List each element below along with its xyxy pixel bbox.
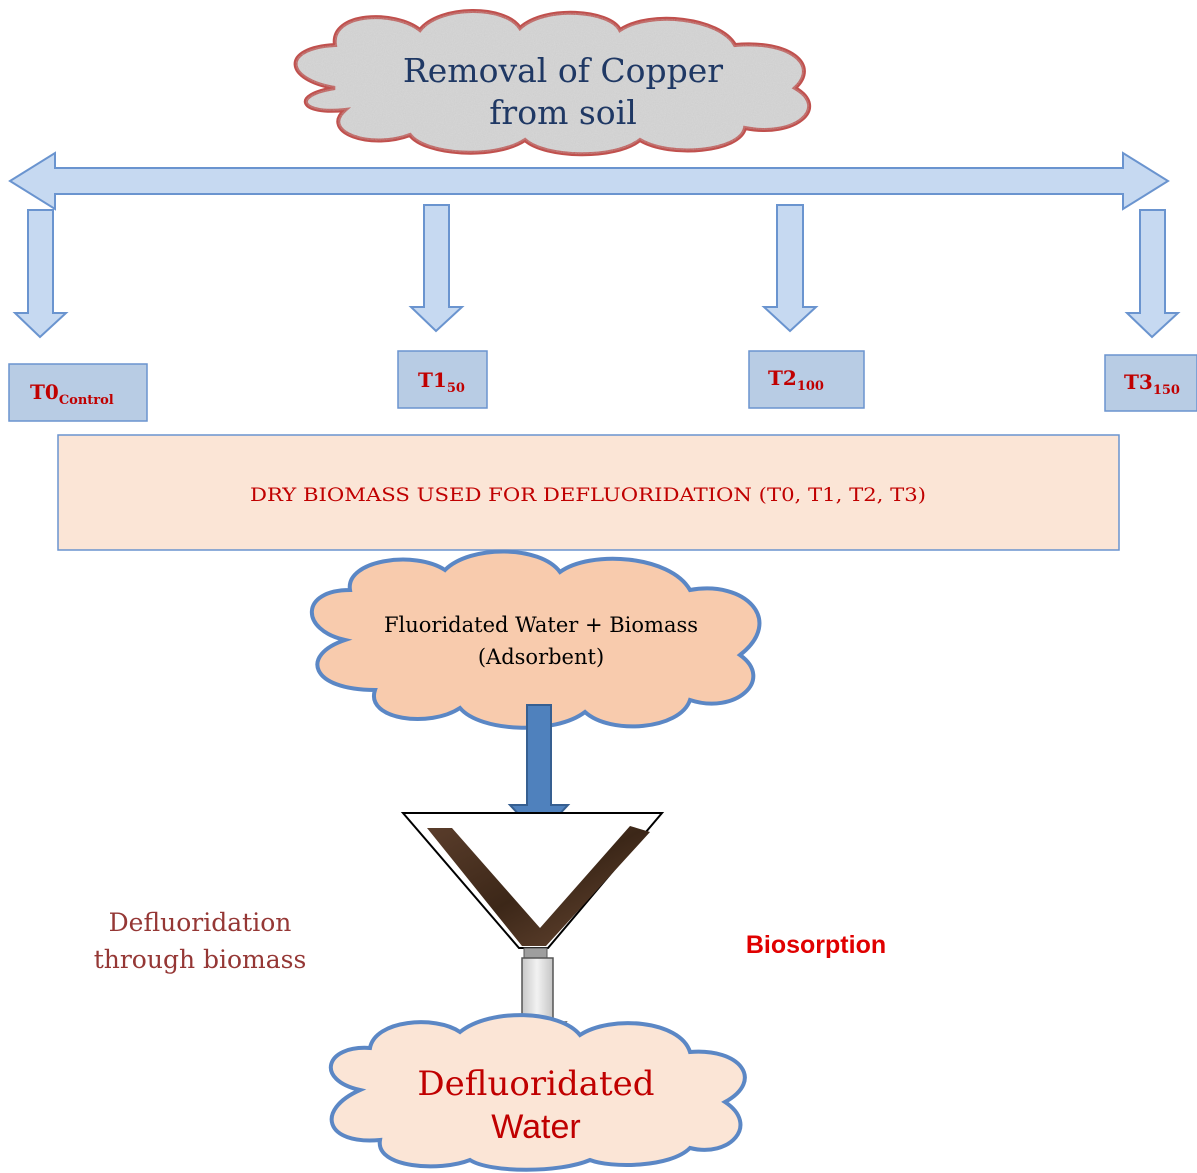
- treatment-t2-label: T2: [768, 366, 797, 390]
- mixture-line-1: Fluoridated Water + Biomass: [384, 613, 698, 637]
- defluoridation-label-line-2: through biomass: [94, 945, 307, 974]
- filter-funnel: [400, 812, 665, 959]
- svg-text:T2100: T2100: [768, 366, 824, 394]
- title-cloud: Removal of Copper from soil: [293, 9, 811, 157]
- treatment-t1-subscript: 50: [447, 381, 465, 396]
- title-line-1: Removal of Copper: [403, 51, 723, 90]
- mixture-line-2: (Adsorbent): [478, 645, 604, 669]
- svg-text:T0Control: T0Control: [30, 380, 114, 408]
- treatment-box-t1: T150: [397, 350, 488, 409]
- dry-biomass-label: DRY BIOMASS USED FOR DEFLUORIDATION (T0,…: [250, 484, 926, 506]
- defluoridation-label-line-1: Defluoridation: [109, 908, 292, 937]
- output-cloud: Defluoridated Water: [328, 1013, 747, 1172]
- treatment-t3-label: T3: [1124, 370, 1153, 394]
- treatment-t1-label: T1: [418, 368, 447, 392]
- output-line-2: Water: [491, 1108, 580, 1146]
- down-arrow-t1: [408, 204, 465, 333]
- treatment-box-t3: T3150: [1104, 354, 1197, 412]
- output-line-1: Defluoridated: [417, 1064, 654, 1104]
- output-cloud-shape: [328, 1013, 747, 1172]
- down-arrow-t3: [1124, 209, 1181, 339]
- svg-text:T150: T150: [418, 368, 465, 396]
- treatment-t2-subscript: 100: [797, 379, 824, 394]
- down-arrow-t2: [761, 204, 819, 333]
- title-cloud-texture: [295, 10, 810, 155]
- title-line-2: from soil: [489, 93, 637, 132]
- treatment-t0-subscript: Control: [59, 393, 114, 408]
- horizontal-double-arrow: [8, 151, 1170, 211]
- down-arrow-t0: [12, 209, 69, 339]
- mixture-cloud-shape: [309, 549, 762, 730]
- mixture-cloud: Fluoridated Water + Biomass (Adsorbent): [309, 549, 762, 730]
- treatment-t0-label: T0: [30, 380, 59, 404]
- treatment-box-t2: T2100: [748, 350, 865, 409]
- treatment-t3-subscript: 150: [1153, 383, 1180, 398]
- biosorption-label: Biosorption: [746, 931, 886, 959]
- dry-biomass-box: DRY BIOMASS USED FOR DEFLUORIDATION (T0,…: [57, 434, 1120, 551]
- svg-text:T3150: T3150: [1124, 370, 1180, 398]
- funnel-biomass-media: [427, 826, 650, 946]
- treatment-box-t0: T0Control: [8, 363, 148, 422]
- funnel-neck: [523, 947, 548, 959]
